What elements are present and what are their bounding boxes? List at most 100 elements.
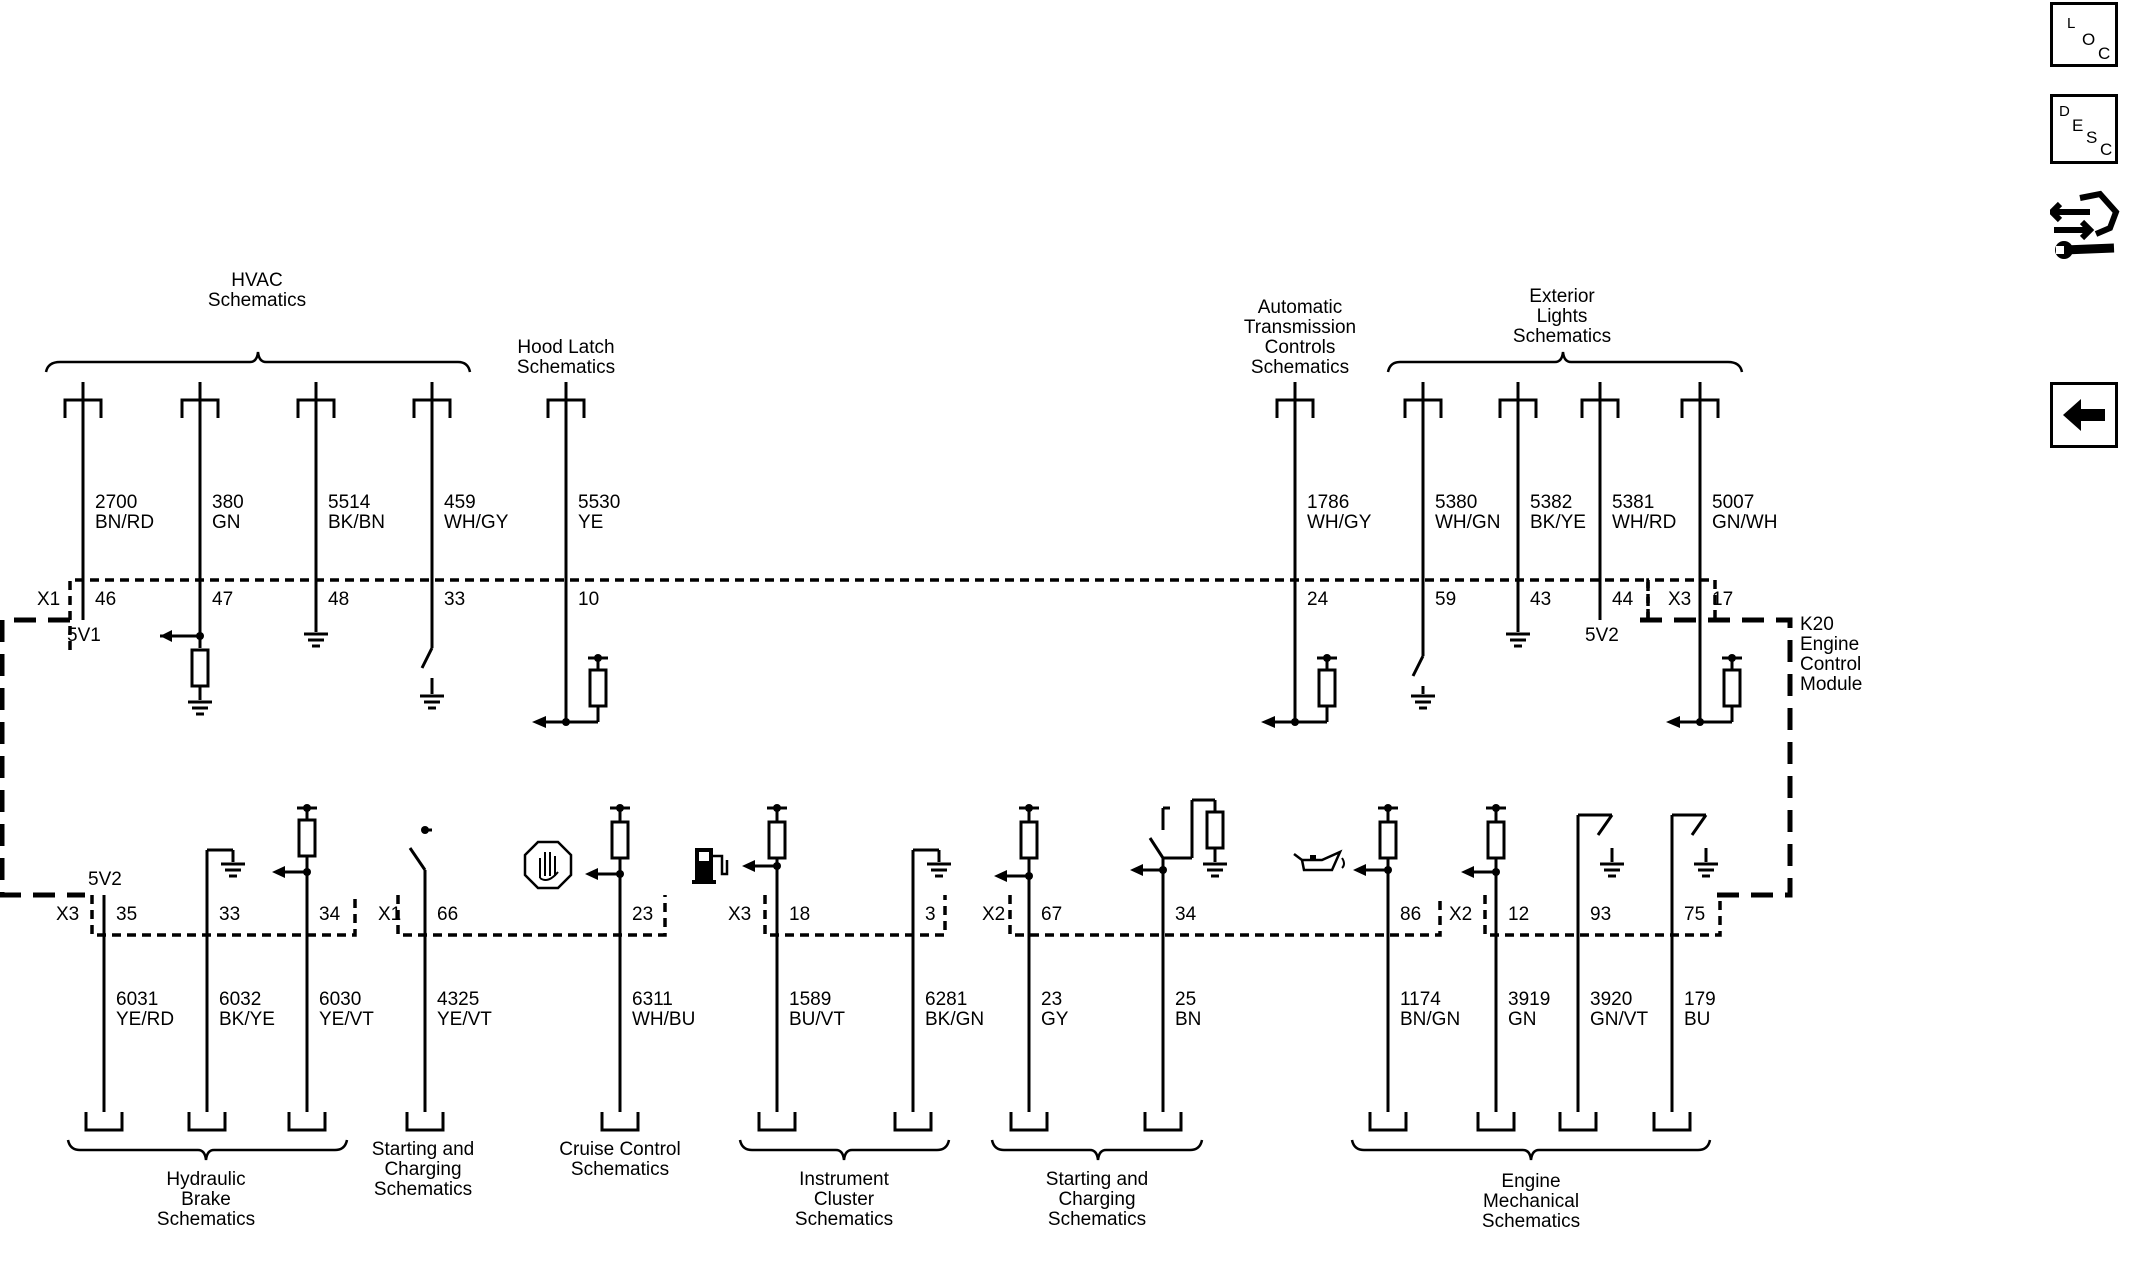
wire-color: BK/BN — [328, 512, 385, 533]
ground-icon — [304, 632, 328, 648]
circuit-number: 1174 — [1400, 989, 1441, 1010]
wire-color: WH/GN — [1435, 512, 1500, 533]
bottom-wire — [1652, 895, 1692, 1132]
pin-number: 24 — [1307, 589, 1329, 610]
wire-color: WH/GY — [1307, 512, 1372, 533]
svg-text:Schematics: Schematics — [1513, 326, 1611, 347]
bottom-wire — [1558, 895, 1598, 1132]
bottom-wire — [893, 895, 933, 1132]
x3-top-connector — [1646, 578, 1717, 618]
circuit-number: 459 — [444, 492, 476, 513]
svg-text:Hydraulic: Hydraulic — [166, 1169, 245, 1190]
pin-number: 35 — [116, 904, 137, 925]
svg-text:Schematics: Schematics — [1048, 1209, 1146, 1230]
wire-color: YE/VT — [437, 1009, 492, 1030]
pin-number: 3 — [925, 904, 936, 925]
ref-5v2-bottom: 5V2 — [88, 869, 122, 890]
top-wire — [546, 382, 586, 580]
pin-number: 12 — [1508, 904, 1529, 925]
circuit-number: 5382 — [1530, 492, 1572, 513]
pin-number: 43 — [1530, 589, 1551, 610]
svg-text:Controls: Controls — [1265, 337, 1336, 358]
location-button[interactable]: L O C — [2050, 2, 2118, 67]
bottom-wire — [405, 895, 445, 1132]
connector-x1-top: X1 — [37, 589, 60, 610]
svg-text:Cruise Control: Cruise Control — [559, 1139, 680, 1160]
loc-icon-letter-o: O — [2082, 30, 2096, 49]
connector-end-view-icon[interactable] — [2047, 190, 2120, 265]
svg-text:Schematics: Schematics — [1482, 1211, 1580, 1232]
pin-number: 86 — [1400, 904, 1421, 925]
loc-icon-letter-l: L — [2067, 15, 2076, 32]
circuit-number: 23 — [1041, 989, 1062, 1010]
wire-color: YE/RD — [116, 1009, 174, 1030]
bottom-wire — [287, 895, 327, 1132]
pin-number: 93 — [1590, 904, 1611, 925]
pin-number: 66 — [437, 904, 458, 925]
top-wires — [63, 382, 1720, 580]
wire-color: GN — [212, 512, 241, 533]
svg-text:Schematics: Schematics — [571, 1159, 669, 1180]
top-wire — [1403, 382, 1443, 580]
wire-color: GN/VT — [1590, 1009, 1648, 1030]
hvac-brace — [44, 351, 472, 373]
pin-number: 67 — [1041, 904, 1062, 925]
top-wire — [296, 382, 336, 580]
module-name-line3: Module — [1800, 674, 1862, 695]
start-charge-brace — [990, 1139, 1204, 1161]
circuit-number: 1786 — [1307, 492, 1349, 513]
pin-number: 33 — [219, 904, 240, 925]
pin-number: 10 — [578, 589, 599, 610]
wire-color: BU/VT — [789, 1009, 845, 1030]
wire-color: BK/GN — [925, 1009, 984, 1030]
circuit-number: 5007 — [1712, 492, 1754, 513]
svg-text:Schematics: Schematics — [374, 1179, 472, 1200]
pin-number: 59 — [1435, 589, 1456, 610]
description-button[interactable]: D E S C — [2050, 94, 2118, 164]
svg-text:Mechanical: Mechanical — [1483, 1191, 1579, 1212]
circuit-number: 6031 — [116, 989, 158, 1010]
svg-text:Lights: Lights — [1537, 306, 1588, 327]
wire-color: BN — [1175, 1009, 1201, 1030]
circuit-number: 6030 — [319, 989, 361, 1010]
desc-icon-letter-s: S — [2086, 128, 2098, 147]
bottom-wire — [1143, 895, 1183, 1132]
cruise-control-label: Cruise Control Schematics — [559, 1139, 680, 1180]
circuit-number: 25 — [1175, 989, 1196, 1010]
ground-icon — [1506, 632, 1530, 648]
engine-mech-brace — [1350, 1139, 1712, 1161]
circuit-number: 6032 — [219, 989, 261, 1010]
pin-number: 46 — [95, 589, 116, 610]
pin-number: 33 — [444, 589, 465, 610]
starting-charging-label-2: Starting and Charging Schematics — [1046, 1169, 1148, 1230]
bottom-wires — [84, 895, 1692, 1132]
ground-icon — [221, 862, 245, 878]
wire-color: GN/WH — [1712, 512, 1777, 533]
bottom-circuit-labels: 356031YE/RD336032BK/YE346030YE/VT664325Y… — [116, 904, 1716, 1030]
pin-number: 75 — [1684, 904, 1705, 925]
connector-x2-bottom-b: X2 — [1449, 904, 1472, 925]
wire-color: BK/YE — [219, 1009, 275, 1030]
back-button[interactable] — [2050, 382, 2118, 448]
top-wire — [1580, 382, 1620, 580]
circuit-number: 4325 — [437, 989, 479, 1010]
ref-5v1: 5V1 — [67, 625, 101, 646]
top-wire — [63, 382, 103, 580]
cruise-hand-icon — [523, 840, 573, 890]
hood-latch-label: Hood Latch Schematics — [517, 337, 615, 378]
top-internal-components — [81, 580, 1742, 728]
oil-can-icon — [1293, 849, 1345, 872]
cluster-brace — [738, 1139, 951, 1161]
wire-color: BN/RD — [95, 512, 154, 533]
circuit-number: 1589 — [789, 989, 831, 1010]
circuit-number: 5514 — [328, 492, 371, 513]
module-name-line2: Control — [1800, 654, 1861, 675]
svg-text:Schematics: Schematics — [517, 357, 615, 378]
svg-text:HVAC: HVAC — [231, 270, 282, 291]
instrument-cluster-label: Instrument Cluster Schematics — [795, 1169, 893, 1230]
bottom-connectors — [90, 895, 1722, 937]
transmission-label: Automatic Transmission Controls Schemati… — [1244, 297, 1356, 378]
bottom-wire — [84, 895, 124, 1132]
svg-text:Charging: Charging — [384, 1159, 461, 1180]
bottom-wire — [1476, 895, 1516, 1132]
